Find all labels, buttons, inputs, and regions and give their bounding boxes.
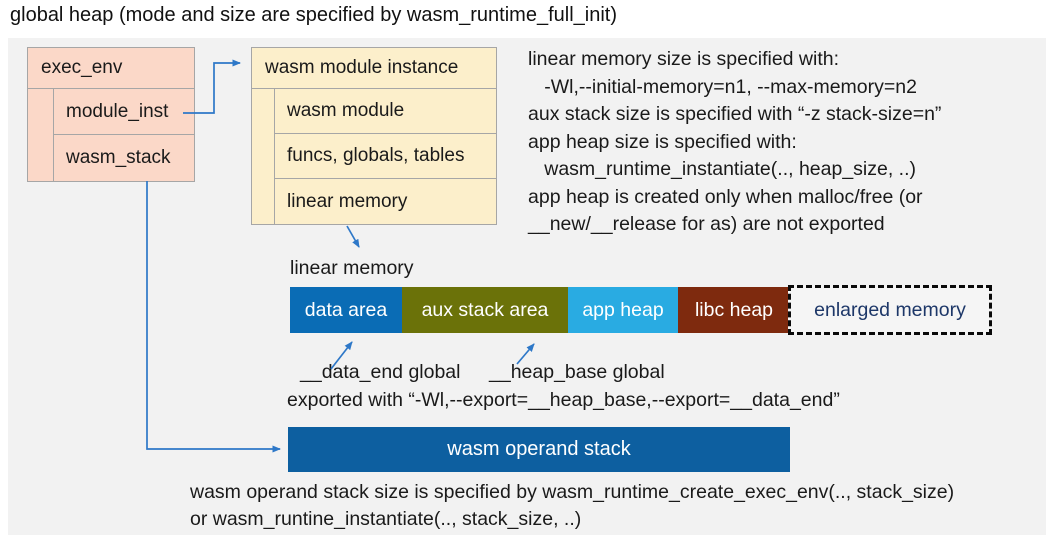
segment-enlarged-memory: enlarged memory [788,285,992,335]
note-line: app heap is created only when malloc/fre… [528,185,923,208]
data-end-global-label: __data_end global [300,361,461,383]
size-notes-block: linear memory size is specified with: -W… [528,46,941,239]
linear-memory-bar: data area aux stack area app heap libc h… [290,287,790,333]
exec-env-row-wasm-stack: wasm_stack [66,147,171,168]
note-line: aux stack size is specified with “-z sta… [528,103,942,125]
exec-env-header: exec_env [28,48,194,89]
segment-aux-stack-area: aux stack area [402,287,568,333]
module-instance-row-funcs-globals-tables: funcs, globals, tables [275,134,496,179]
note-line: linear memory size is specified with: [528,48,840,70]
module-instance-header: wasm module instance [252,48,496,89]
note-line: wasm_runtime_instantiate(.., heap_size, … [528,158,917,180]
linear-memory-label: linear memory [290,257,414,279]
exported-flags-label: exported with “-Wl,--export=__heap_base,… [287,389,840,411]
exec-env-box: exec_env module_inst wasm_stack [27,47,195,182]
module-instance-indent-strip [252,89,275,224]
segment-data-area: data area [290,287,402,333]
note-line: wasm operand stack size is specified by … [190,481,955,503]
diagram-title: global heap (mode and size are specified… [10,4,617,26]
heap-base-global-label: __heap_base global [489,361,665,383]
note-line: __new/__release for as) are not exported [528,213,885,235]
exec-env-row-module-inst: module_inst [54,89,194,135]
note-line: app heap size is specified with: [528,130,797,153]
exec-env-indent-strip [28,89,54,181]
wasm-module-instance-box: wasm module instance wasm module funcs, … [251,47,497,225]
segment-libc-heap: libc heap [678,287,790,333]
note-line: -Wl,--initial-memory=n1, --max-memory=n2 [528,75,917,98]
module-instance-row-linear-memory: linear memory [287,190,408,212]
wasm-operand-stack-bar: wasm operand stack [288,427,790,472]
note-line: or wasm_runtine_instantiate(.., stack_si… [190,507,582,530]
operand-stack-notes-block: wasm operand stack size is specified by … [190,479,954,532]
segment-app-heap: app heap [568,287,678,333]
module-instance-row-wasm-module: wasm module [275,89,496,134]
